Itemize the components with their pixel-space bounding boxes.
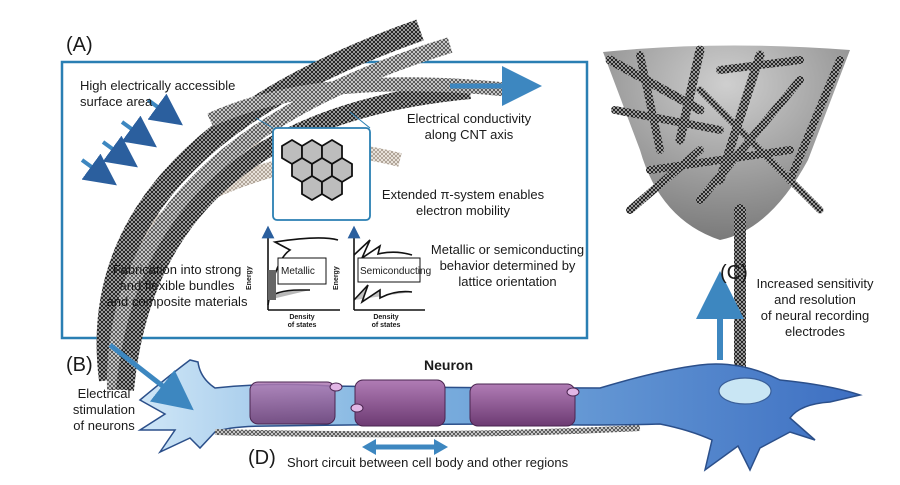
label-line: electron mobility — [416, 203, 510, 218]
label-short-circuit: Short circuit between cell body and othe… — [287, 455, 569, 470]
label-line: behavior determined by — [439, 258, 576, 273]
energy-axis-label-semiconducting: Energy — [333, 266, 340, 290]
label-neuron: Neuron — [424, 357, 473, 373]
label-surface-area: High electrically accessible surface are… — [80, 78, 235, 110]
label-line: and flexible bundles — [119, 278, 235, 293]
label-line: Electrical — [77, 386, 131, 401]
electrode-cnt-fibers — [605, 45, 844, 406]
label-fabrication: Fabrication into strong and flexible bun… — [92, 262, 262, 310]
cnt-tube-2 — [106, 37, 453, 391]
dos-axis-label-semiconducting: Density of states — [366, 314, 406, 330]
panel-label-a: (A) — [66, 34, 93, 56]
label-line: of neural recording — [760, 308, 870, 323]
label-sensitivity: Increased sensitivity and resolution of … — [745, 276, 885, 340]
label-conductivity: Electrical conductivity along CNT axis — [384, 111, 554, 143]
label-line: and composite materials — [106, 294, 248, 309]
label-line: stimulation — [72, 402, 136, 417]
label-line: Electrical conductivity — [406, 111, 532, 126]
label-line: Extended π-system enables — [381, 187, 545, 202]
label-line: surface area — [80, 94, 153, 109]
label-line: Density — [373, 314, 399, 321]
panel-label-c: (C) — [720, 262, 748, 284]
axon-cnt-bundle — [214, 425, 641, 438]
label-line: Density — [289, 314, 315, 321]
label-line: of neurons — [73, 418, 135, 433]
dos-axis-label-metallic: Density of states — [282, 314, 322, 330]
label-line: along CNT axis — [424, 127, 514, 142]
label-line: and resolution — [774, 292, 856, 307]
myelin-sheaths — [249, 379, 580, 427]
surface-arrows — [80, 93, 183, 186]
label-line: High electrically accessible — [80, 78, 236, 93]
dos-semiconducting-label: Semiconducting — [360, 266, 432, 277]
nucleus — [718, 377, 772, 405]
label-stimulation: Electrical stimulation of neurons — [66, 386, 142, 434]
panel-label-d: (D) — [248, 447, 276, 469]
dos-plot-metallic — [261, 225, 340, 311]
label-line: of states — [371, 322, 401, 329]
short-circuit-arrow — [362, 439, 448, 455]
energy-axis-label-metallic: Energy — [246, 266, 253, 290]
label-line: Fabrication into strong — [112, 262, 242, 277]
dos-metallic-label: Metallic — [281, 266, 315, 277]
dos-plot-semiconducting — [347, 225, 425, 311]
panel-label-b: (B) — [66, 354, 93, 376]
graphene-lattice — [281, 138, 353, 202]
label-pi-system: Extended π-system enables electron mobil… — [368, 187, 558, 219]
stimulation-arrow — [108, 343, 194, 411]
label-line: Metallic or semiconducting — [430, 242, 585, 257]
label-line: lattice orientation — [458, 274, 557, 289]
label-line: Increased sensitivity — [756, 276, 874, 291]
label-line: electrodes — [785, 324, 845, 339]
cnt-tube-1 — [96, 19, 424, 382]
label-line: of states — [287, 322, 317, 329]
label-lattice-orientation: Metallic or semiconducting behavior dete… — [425, 242, 590, 290]
cnt-tube-3 — [116, 81, 471, 391]
